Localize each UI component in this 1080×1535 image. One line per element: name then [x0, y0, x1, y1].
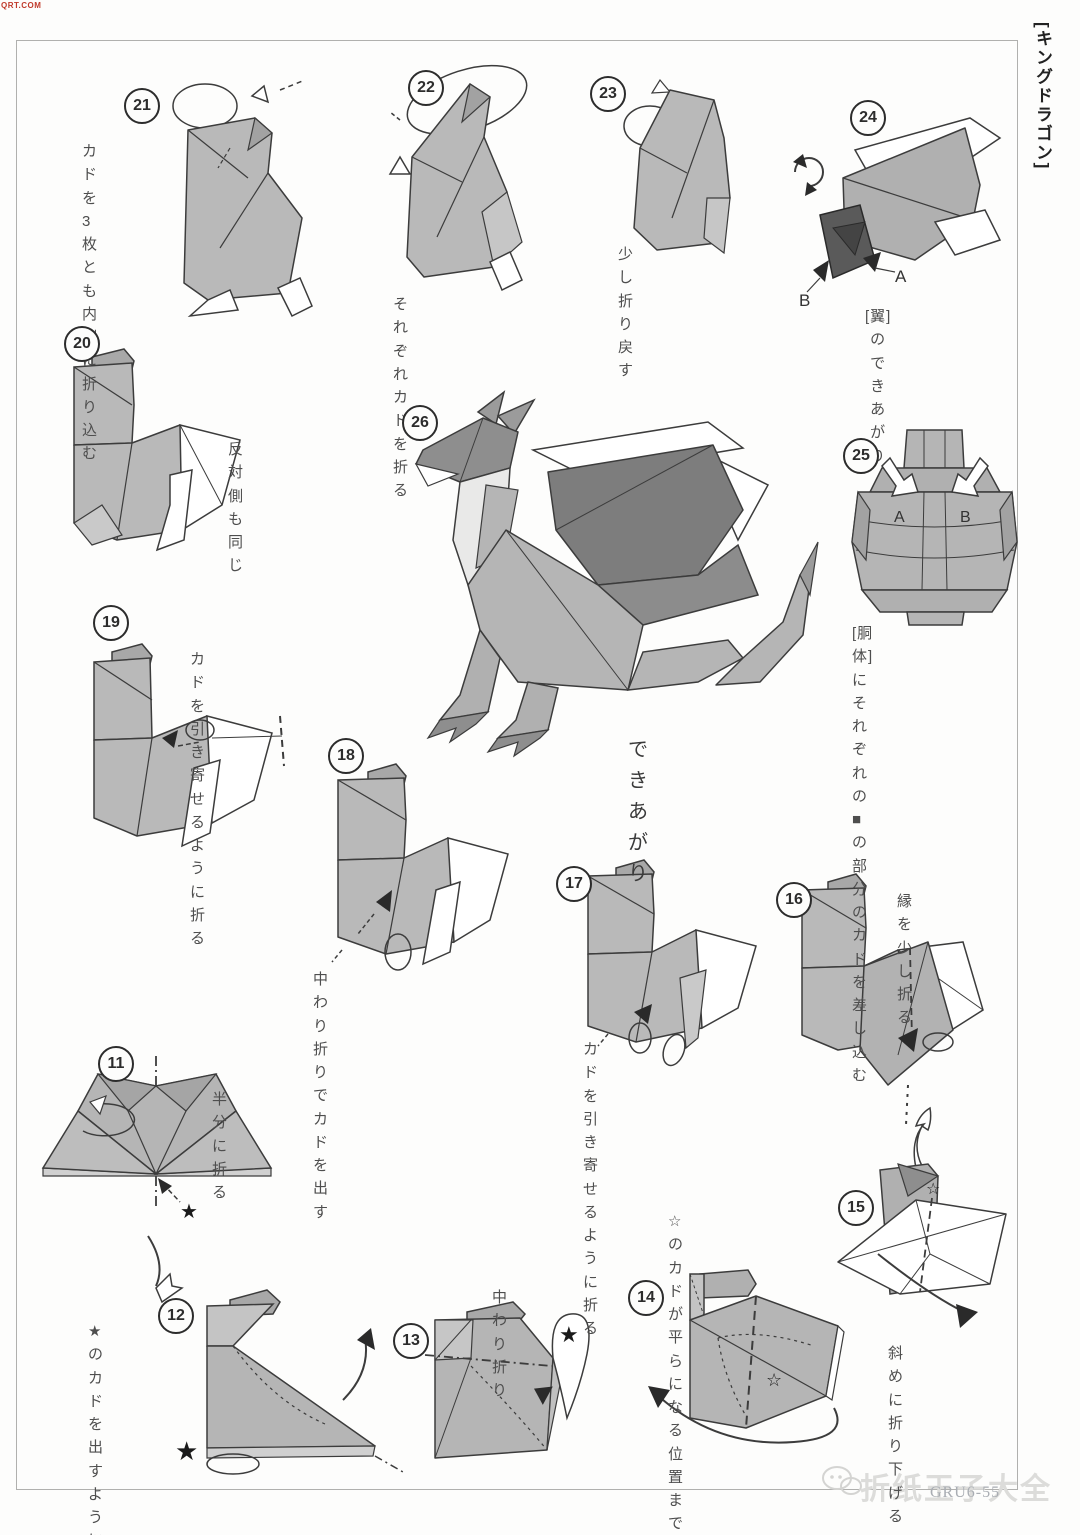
star-marker: ★ [559, 1322, 579, 1347]
step-caption: ★のカドを 出すように 中わり折り [88, 1323, 105, 1535]
step-caption: カドを 引き寄せる ように折る [583, 1041, 600, 1337]
step-number: 25 [843, 438, 879, 474]
step-17-diagram [587, 859, 757, 1067]
step-number: 23 [590, 76, 626, 112]
step-number: 19 [93, 605, 129, 641]
chat-bubbles-icon [822, 1466, 862, 1495]
step-25-diagram: A B [851, 429, 1018, 626]
step-caption: それぞれ カドを折る [393, 296, 410, 499]
step-caption: 中わり折りで カドを出す [313, 971, 330, 1221]
step-caption: カドを 3枚とも 内側に 折り込む [82, 143, 99, 463]
step-number: 15 [838, 1190, 874, 1226]
step-number: 11 [98, 1046, 134, 1082]
step-26-dragon-diagram [414, 390, 819, 758]
step-22-diagram [388, 64, 528, 292]
step-caption: 少し 折り戻す [618, 246, 635, 380]
step-number: 24 [850, 100, 886, 136]
step-24-diagram: B A [793, 117, 1002, 310]
step-number: 13 [393, 1323, 429, 1359]
corner-watermark: QRT.COM [1, 1, 42, 10]
step-number: 12 [158, 1298, 194, 1334]
step-number: 18 [328, 738, 364, 774]
step-number: 22 [408, 70, 444, 106]
step-number: 16 [776, 882, 812, 918]
step-11-diagram: ★ [41, 1056, 273, 1304]
step-18-diagram [331, 763, 509, 971]
star-marker: ★ [175, 1436, 198, 1466]
step-caption: [胴体]にそれぞれの ■ の部分のカドを 差し込む [852, 625, 874, 1084]
step-number: 20 [64, 326, 100, 362]
open-star-marker: ☆ [766, 1370, 782, 1390]
step-13-diagram: ★ [424, 1301, 590, 1459]
brand-watermark: 折纸王子大全 [860, 1473, 1052, 1506]
step-14-diagram: ☆ [648, 1269, 845, 1444]
star-marker: ★ [180, 1201, 198, 1223]
step-caption: カドを 引き寄せる ように折る [190, 651, 207, 947]
point-a-label: A [895, 267, 907, 286]
step-12-diagram: ★ [175, 1289, 404, 1475]
step-number: 26 [402, 405, 438, 441]
step-number: 14 [628, 1280, 664, 1316]
step-21-diagram [172, 79, 313, 318]
step-number: 17 [556, 866, 592, 902]
step-19-diagram [93, 643, 285, 848]
finished-caption: できあがり [628, 739, 651, 885]
step-23-diagram [623, 78, 731, 255]
step-caption: [翼] の できあがり [865, 308, 892, 465]
step-caption: 反対側も 同じ [228, 441, 245, 575]
step-caption: 縁を 少し折る [897, 893, 914, 1027]
footer-watermark: 折纸王子大全 GRU6-55 [822, 1460, 1072, 1510]
step-caption: 半分に折る [212, 1091, 229, 1201]
point-b-label: B [960, 509, 971, 526]
step-15-diagram: ☆ [837, 1163, 1007, 1328]
page-code: GRU6-55 [930, 1484, 1001, 1501]
step-caption: 中わり折り [492, 1289, 509, 1399]
step-20-diagram [73, 348, 241, 552]
step-caption: ☆のカドが 平らになる 位置まで折る [668, 1213, 685, 1533]
step-number: 21 [124, 88, 160, 124]
page-title: [キングドラゴン] [1033, 22, 1052, 171]
step-caption: 斜めに 折り下げる [888, 1345, 905, 1525]
page-border [16, 40, 1018, 1490]
point-b-label: B [799, 291, 810, 310]
open-star-marker: ☆ [926, 1181, 940, 1198]
step-16-diagram [801, 873, 984, 1169]
point-a-label: A [894, 509, 905, 526]
